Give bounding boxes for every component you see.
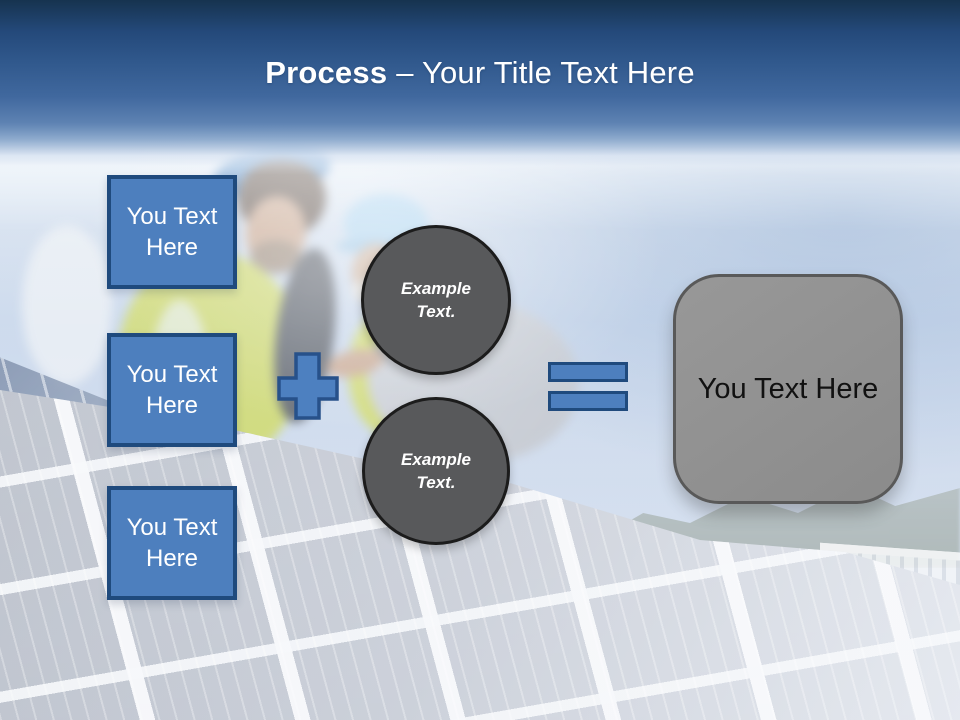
result-box-label: You Text Here	[697, 372, 879, 405]
left-text-box-3[interactable]: You Text Here	[107, 486, 237, 600]
left-text-box-1[interactable]: You Text Here	[107, 175, 237, 289]
example-circle-1[interactable]: Example Text.	[361, 225, 511, 375]
left-text-box-1-label: You Text Here	[126, 203, 218, 261]
left-text-box-3-label: You Text Here	[126, 514, 218, 572]
slide-title-rest: – Your Title Text Here	[396, 55, 695, 90]
equals-bar	[548, 391, 628, 411]
plus-icon-glyph	[277, 352, 339, 420]
example-circle-1-label: Example Text.	[401, 279, 471, 321]
plus-icon[interactable]	[277, 352, 339, 420]
left-text-box-2-label: You Text Here	[126, 361, 218, 419]
equals-bar	[548, 362, 628, 382]
example-circle-2[interactable]: Example Text.	[362, 397, 510, 545]
result-box[interactable]: You Text Here	[673, 274, 903, 504]
example-circle-2-label: Example Text.	[401, 450, 471, 492]
slide-title[interactable]: Process – Your Title Text Here	[0, 50, 960, 96]
left-text-box-2[interactable]: You Text Here	[107, 333, 237, 447]
header-gradient	[0, 0, 960, 175]
equals-icon[interactable]	[548, 362, 628, 412]
slide-title-keyword: Process	[265, 55, 388, 90]
